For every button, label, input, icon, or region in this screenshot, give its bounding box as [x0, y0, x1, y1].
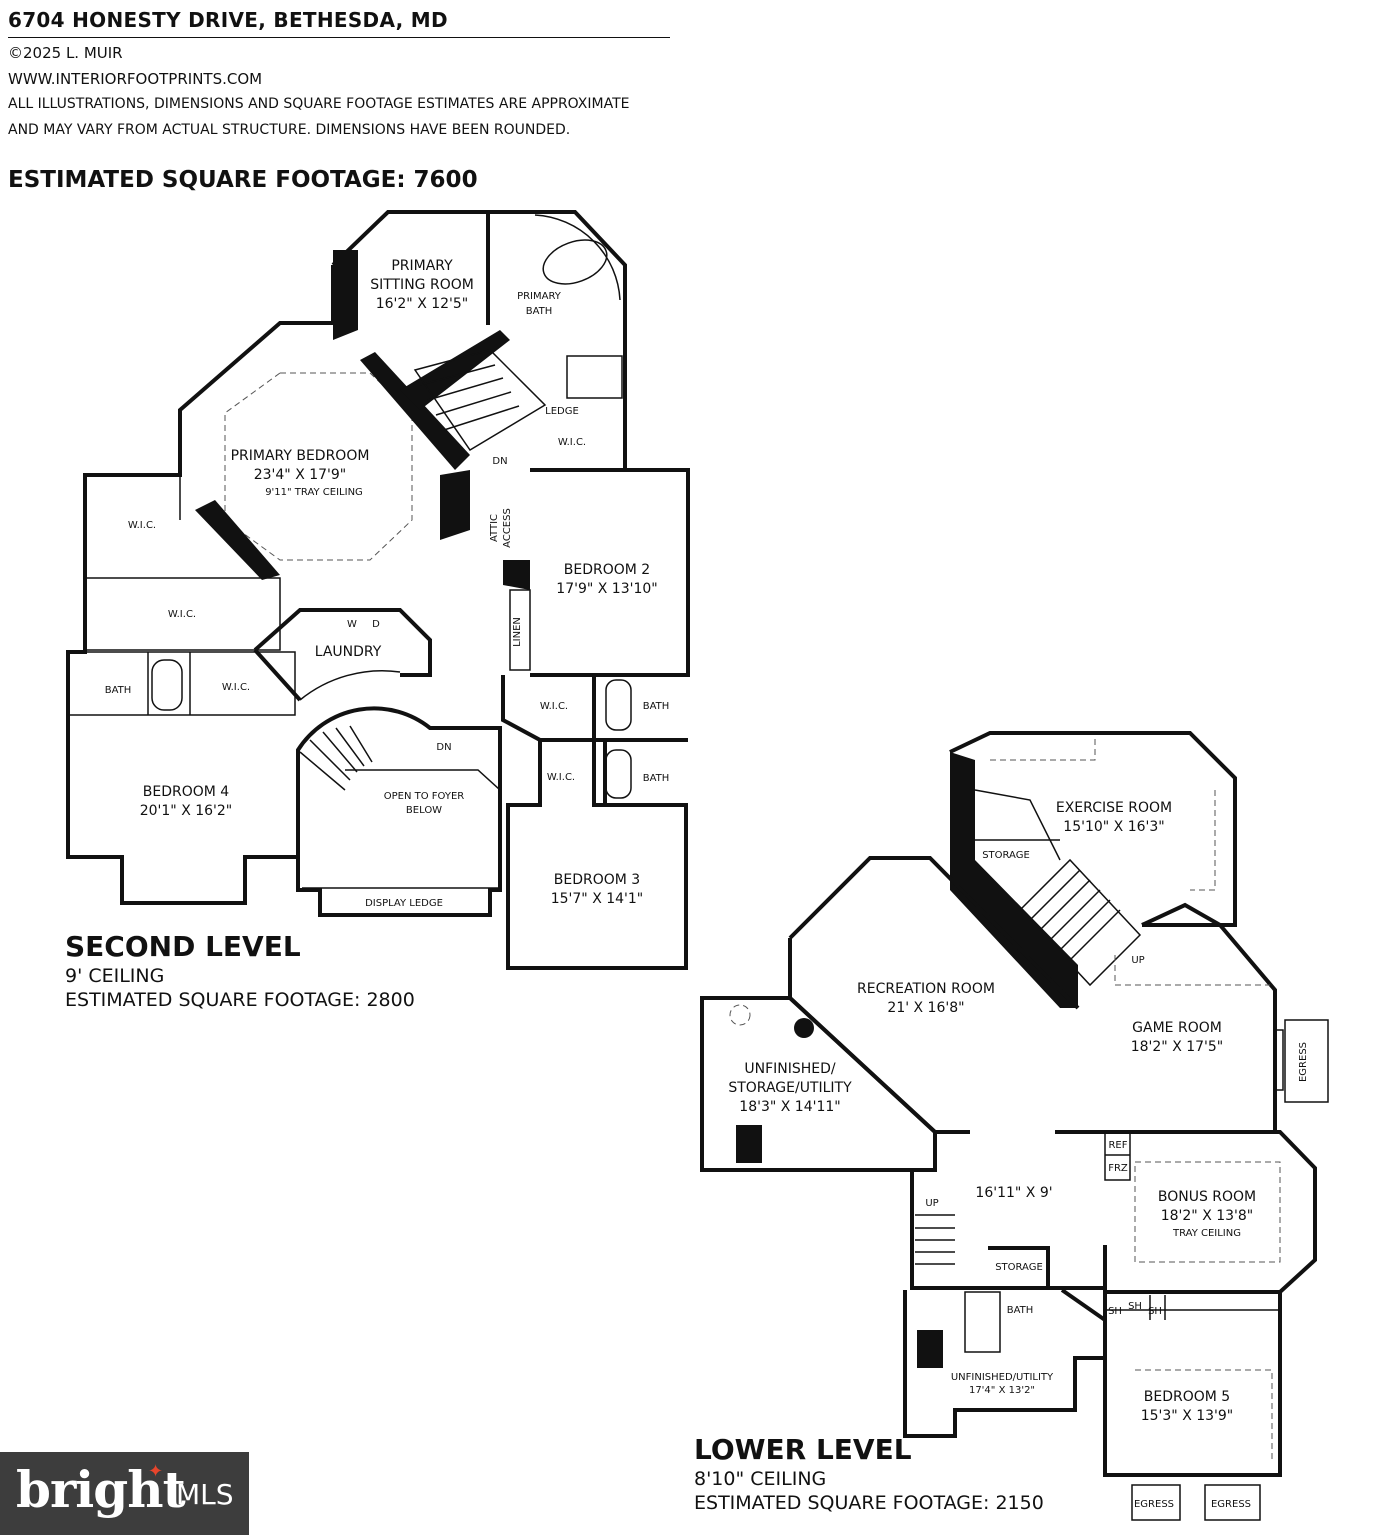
lower-level-ceiling: 8'10" CEILING: [694, 1468, 827, 1490]
website-text: WWW.INTERIORFOOTPRINTS.COM: [8, 70, 263, 88]
label-storage-1: STORAGE: [982, 850, 1030, 861]
label-wic-2: W.I.C.: [128, 520, 156, 531]
label-display-ledge: DISPLAY LEDGE: [365, 898, 443, 909]
label-unf2-dim: 17'4" X 13'2": [969, 1385, 1035, 1396]
label-pbed-dim: 23'4" X 17'9": [254, 467, 347, 483]
label-up-2: UP: [925, 1198, 938, 1209]
copyright-text: ©2025 L. MUIR: [8, 44, 123, 62]
property-address: 6704 HONESTY DRIVE, BETHESDA, MD: [8, 8, 448, 32]
label-foyer-1: OPEN TO FOYER: [384, 791, 465, 802]
label-storage-2: STORAGE: [995, 1262, 1043, 1273]
label-attic-2: ACCESS: [502, 508, 513, 548]
logo-mls-text: MLS: [176, 1478, 234, 1511]
lower-level-title: LOWER LEVEL: [694, 1433, 912, 1466]
label-egress-1: EGRESS: [1298, 1042, 1309, 1082]
lower-level-plan: [700, 731, 1329, 1521]
label-rec-dim: 21' X 16'8": [887, 1000, 964, 1016]
label-bed3-dim: 15'7" X 14'1": [551, 891, 644, 907]
label-rec-name: RECREATION ROOM: [857, 981, 995, 997]
label-unf-1: UNFINISHED/: [744, 1061, 836, 1077]
label-egress-2: EGRESS: [1134, 1499, 1174, 1510]
logo-spark-icon: ✦: [148, 1461, 164, 1482]
label-game-name: GAME ROOM: [1132, 1020, 1222, 1036]
label-unf2-name: UNFINISHED/UTILITY: [951, 1372, 1054, 1383]
label-sitting-2: SITTING ROOM: [370, 277, 474, 293]
label-wic-5: W.I.C.: [540, 701, 568, 712]
label-wic-4: W.I.C.: [222, 682, 250, 693]
label-bath-3: BATH: [643, 773, 670, 784]
second-level-ceiling: 9' CEILING: [65, 965, 165, 987]
total-square-footage: ESTIMATED SQUARE FOOTAGE: 7600: [8, 167, 478, 193]
label-bath-2: BATH: [643, 701, 670, 712]
label-exercise-dim: 15'10" X 16'3": [1063, 819, 1164, 835]
label-bonus-name: BONUS ROOM: [1158, 1189, 1256, 1205]
label-pbath-2: BATH: [526, 306, 553, 317]
label-dn-1: DN: [492, 456, 507, 467]
label-bath-lower: BATH: [1007, 1305, 1034, 1316]
label-pbath-1: PRIMARY: [517, 291, 562, 302]
lower-level-sqft: ESTIMATED SQUARE FOOTAGE: 2150: [694, 1492, 1044, 1514]
second-level-title: SECOND LEVEL: [65, 930, 301, 963]
label-linen: LINEN: [512, 617, 523, 647]
label-egress-3: EGRESS: [1211, 1499, 1251, 1510]
second-level-caption: SECOND LEVEL 9' CEILING ESTIMATED SQUARE…: [65, 930, 415, 1011]
label-hall-dim: 16'11" X 9': [975, 1185, 1052, 1201]
label-foyer-2: BELOW: [406, 805, 442, 816]
header-rule: [8, 37, 670, 38]
lower-level-caption: LOWER LEVEL 8'10" CEILING ESTIMATED SQUA…: [694, 1433, 1044, 1514]
label-wic-3: W.I.C.: [168, 609, 196, 620]
label-ref: REF: [1108, 1140, 1127, 1151]
label-sitting-1: PRIMARY: [391, 258, 453, 274]
label-sh-2: SH: [1128, 1301, 1142, 1312]
label-dn-2: DN: [436, 742, 451, 753]
label-dryer: D: [372, 619, 380, 630]
label-bath-1: BATH: [105, 685, 132, 696]
disclaimer-line-2: AND MAY VARY FROM ACTUAL STRUCTURE. DIME…: [8, 122, 571, 138]
label-game-dim: 18'2" X 17'5": [1131, 1039, 1224, 1055]
label-pbed-name: PRIMARY BEDROOM: [231, 448, 370, 464]
label-bed4-dim: 20'1" X 16'2": [140, 803, 233, 819]
label-sh-3: SH: [1148, 1306, 1162, 1317]
second-level-plan: [66, 210, 690, 970]
label-ledge: LEDGE: [545, 406, 579, 417]
label-unf-dim: 18'3" X 14'11": [739, 1099, 840, 1115]
label-unf-2: STORAGE/UTILITY: [728, 1080, 852, 1096]
label-laundry: LAUNDRY: [315, 644, 382, 660]
label-bed5-name: BEDROOM 5: [1144, 1389, 1230, 1405]
label-bed2-dim: 17'9" X 13'10": [556, 581, 657, 597]
label-frz: FRZ: [1108, 1163, 1128, 1174]
logo-brand-text: bright: [16, 1460, 186, 1519]
second-level-sqft: ESTIMATED SQUARE FOOTAGE: 2800: [65, 989, 415, 1011]
label-attic-1: ATTIC: [489, 514, 500, 542]
label-wic-6: W.I.C.: [547, 772, 575, 783]
label-wic-1: W.I.C.: [558, 437, 586, 448]
label-pbed-note: 9'11" TRAY CEILING: [265, 487, 363, 498]
label-sh-1: SH: [1108, 1306, 1122, 1317]
label-up-1: UP: [1131, 955, 1144, 966]
label-bed3-name: BEDROOM 3: [554, 872, 640, 888]
label-bonus-note: TRAY CEILING: [1172, 1228, 1241, 1239]
disclaimer-line-1: ALL ILLUSTRATIONS, DIMENSIONS AND SQUARE…: [8, 96, 630, 112]
label-sitting-dim: 16'2" X 12'5": [376, 296, 469, 312]
label-bed2-name: BEDROOM 2: [564, 562, 650, 578]
label-bonus-dim: 18'2" X 13'8": [1161, 1208, 1254, 1224]
label-bed5-dim: 15'3" X 13'9": [1141, 1408, 1234, 1424]
label-bed4-name: BEDROOM 4: [143, 784, 230, 800]
bright-mls-logo: bright ✦ MLS: [0, 1452, 249, 1535]
label-exercise-name: EXERCISE ROOM: [1056, 800, 1172, 816]
label-washer: W: [347, 619, 357, 630]
